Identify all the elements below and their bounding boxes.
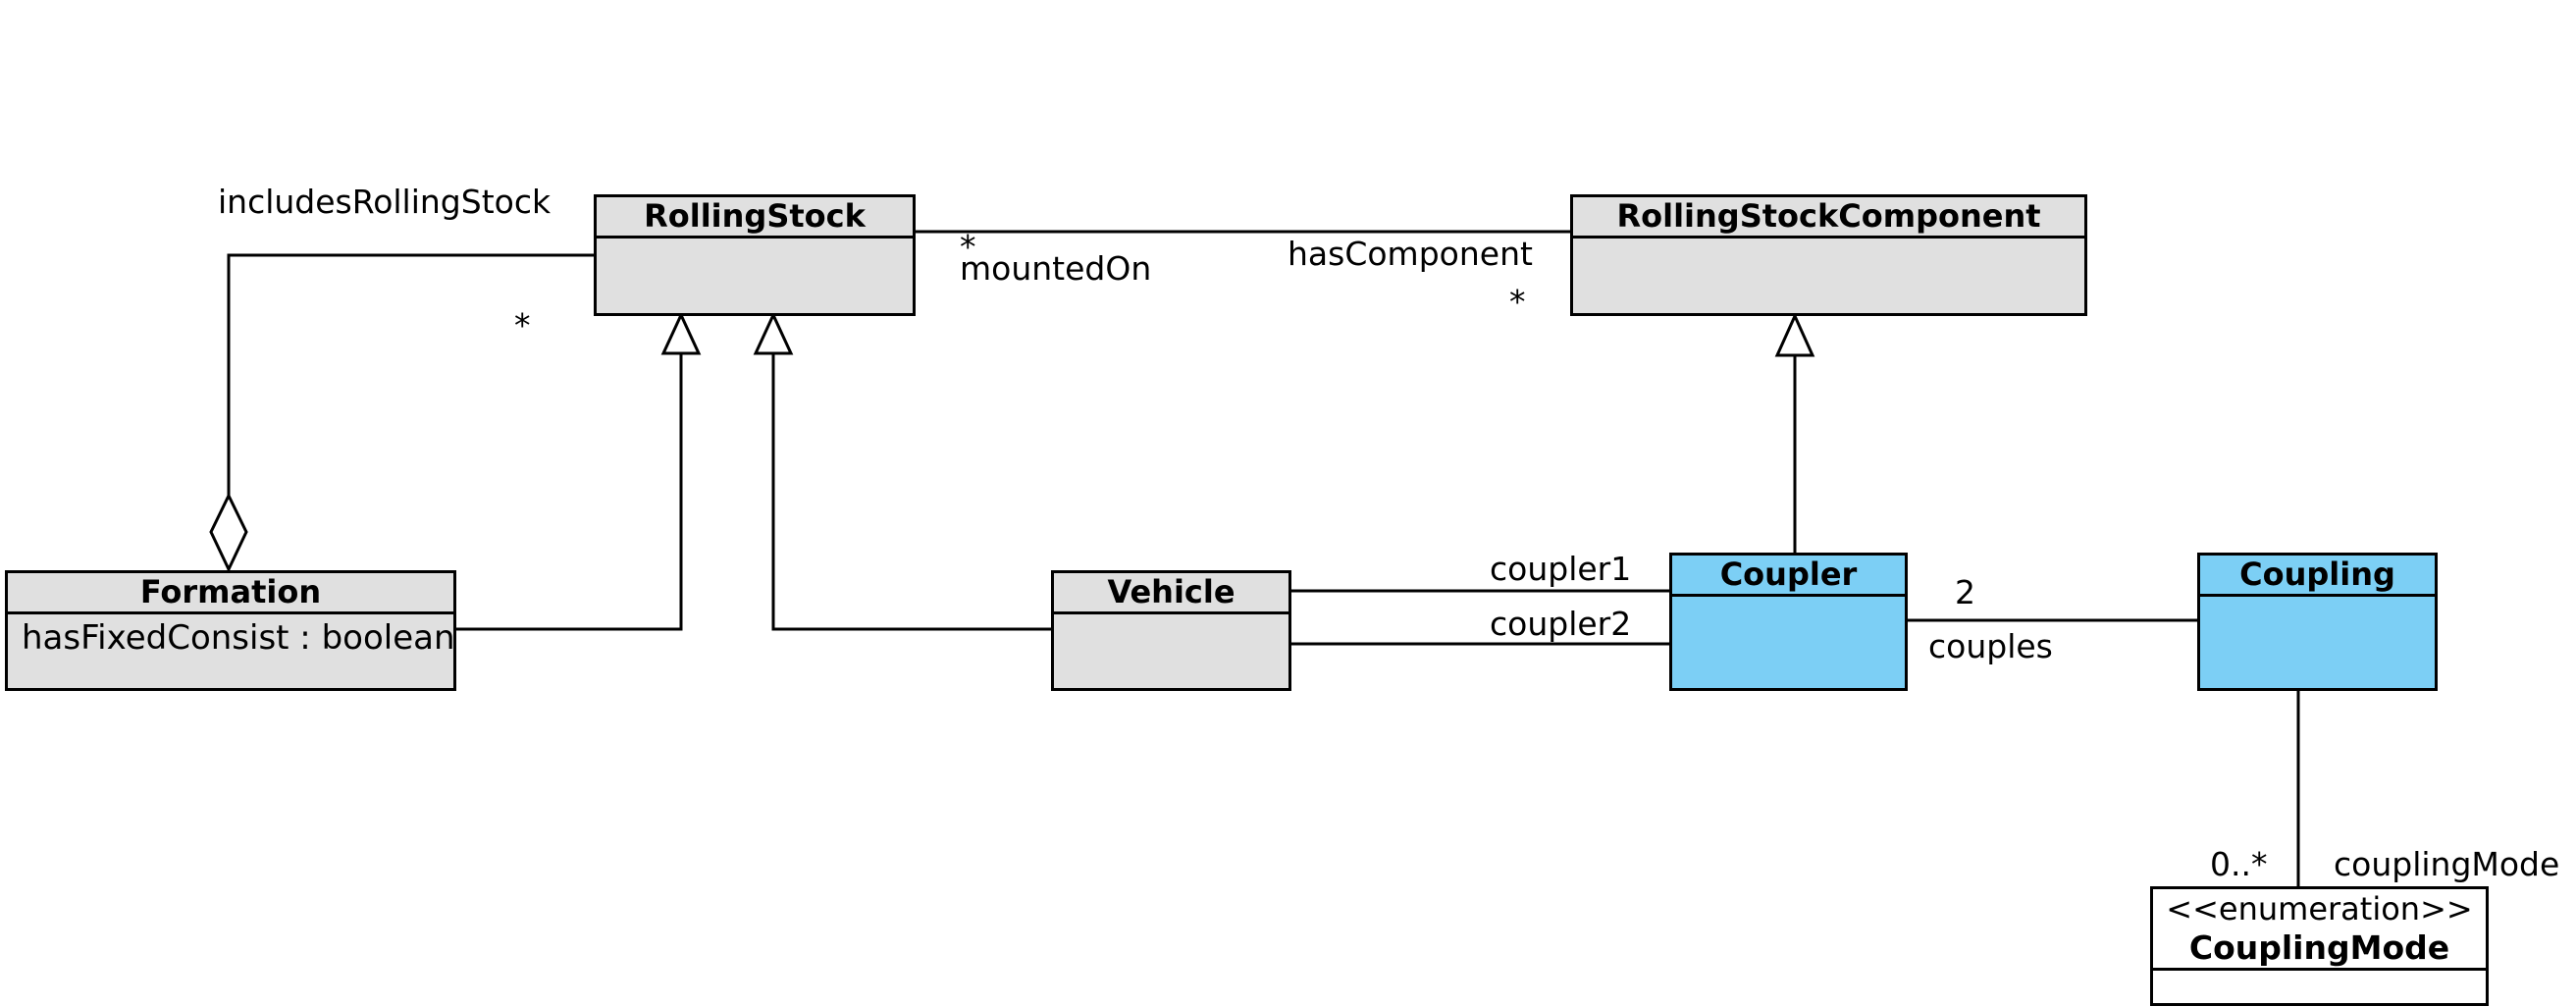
- multiplicity-coupling-mode: 0..*: [2210, 845, 2268, 883]
- class-name: Coupler: [1672, 556, 1905, 597]
- class-attribute: hasFixedConsist : boolean: [22, 618, 455, 658]
- formation-generalization-arrow: [660, 311, 702, 355]
- class-name: Vehicle: [1054, 573, 1288, 614]
- enumeration-literals: [2153, 971, 2486, 1003]
- role-has-component: hasComponent: [1288, 235, 1533, 273]
- aggregation-diamond: [209, 492, 248, 573]
- multiplicity-couples: 2: [1955, 573, 1975, 611]
- formation-generalization-line: [454, 353, 683, 631]
- multiplicity-mounted-on: *: [960, 228, 976, 266]
- multiplicity-includes-rolling-stock: *: [514, 306, 531, 344]
- enumeration-stereotype: <<enumeration>>: [2166, 890, 2473, 928]
- class-rolling-stock-component[interactable]: RollingStockComponent: [1570, 194, 2087, 316]
- role-couples: couples: [1928, 627, 2053, 665]
- enumeration-header: <<enumeration>> CouplingMode: [2153, 889, 2486, 971]
- vehicle-generalization-arrow: [753, 311, 794, 355]
- class-attributes: [1573, 238, 2084, 313]
- class-attributes: [1054, 614, 1288, 688]
- role-coupling-mode: couplingMode: [2334, 845, 2560, 883]
- multiplicity-has-component: *: [1509, 283, 1526, 321]
- class-attributes: [597, 238, 913, 313]
- role-coupler2: coupler2: [1490, 605, 1632, 643]
- includes-rolling-stock-line: [227, 253, 595, 525]
- class-vehicle[interactable]: Vehicle: [1051, 570, 1291, 691]
- class-name: RollingStock: [597, 197, 913, 238]
- class-attributes: [1672, 597, 1905, 688]
- vehicle-generalization-line: [771, 353, 1051, 631]
- class-coupling[interactable]: Coupling: [2197, 553, 2438, 691]
- coupler-generalization-arrow: [1774, 312, 1815, 357]
- enumeration-coupling-mode[interactable]: <<enumeration>> CouplingMode: [2150, 886, 2489, 1006]
- role-coupler1: coupler1: [1490, 550, 1632, 588]
- class-name: Formation: [8, 573, 453, 614]
- role-includes-rolling-stock: includesRollingStock: [218, 183, 552, 221]
- class-attributes: [2200, 597, 2435, 688]
- class-formation[interactable]: Formation hasFixedConsist : boolean: [5, 570, 456, 691]
- class-name: Coupling: [2200, 556, 2435, 597]
- class-coupler[interactable]: Coupler: [1669, 553, 1908, 691]
- role-mounted-on: mountedOn: [960, 249, 1152, 288]
- enumeration-name: CouplingMode: [2188, 928, 2450, 967]
- class-name: RollingStockComponent: [1573, 197, 2084, 238]
- class-rolling-stock[interactable]: RollingStock: [594, 194, 916, 316]
